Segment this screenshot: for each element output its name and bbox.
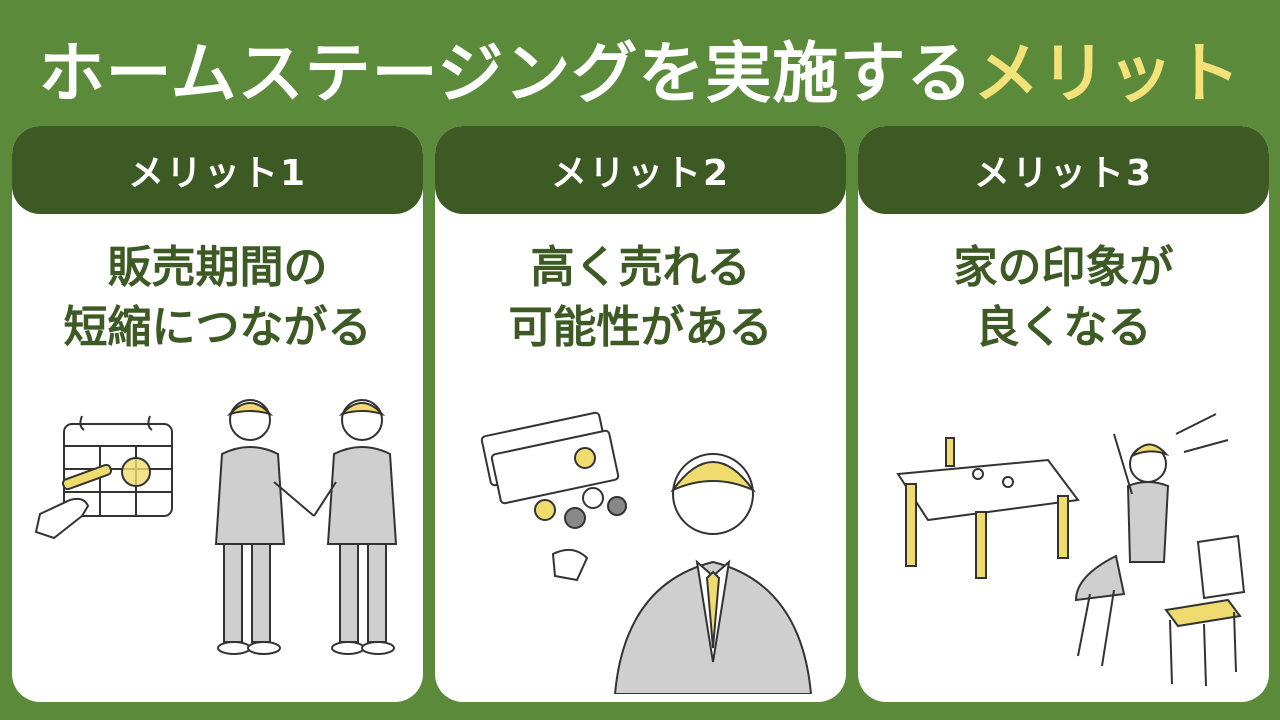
merit-card-text: 家の印象が 良くなる [858,238,1269,358]
businessman-left [214,399,315,655]
chair-icon [1164,534,1246,687]
money-businessman-illustration [480,411,813,694]
merit-text-line: 高く売れる [530,242,751,293]
merit-card-text: 高く売れる 可能性がある [435,238,846,358]
merit-text-line: 家の印象が [953,242,1174,293]
dining-table-woman-illustration [896,413,1246,687]
merit-card-2: メリット2 高く売れる 可能性がある [435,126,846,702]
open-hand-icon [551,548,589,582]
businessman [613,453,813,694]
merit-text-line: 短縮につながる [63,302,372,353]
calendar-icon [63,415,173,517]
merit-card-1: メリット1 販売期間の 短縮につながる [12,126,423,702]
merit-text-line: 良くなる [975,302,1152,353]
coins-icon [534,487,627,529]
motion-lines-icon [1175,413,1229,453]
merit-text-line: 販売期間の [107,242,328,293]
page-title: ホームステージングを実施するメリット [0,18,1280,118]
banknotes-icon [480,411,620,505]
dining-table-icon [896,437,1080,579]
woman-cheering [1074,433,1170,667]
merit-card-header: メリット3 [858,126,1269,214]
businessman-right [313,399,398,655]
merit-card-text: 販売期間の 短縮につながる [12,238,423,358]
merit-card-header: メリット1 [12,126,423,214]
pencil-hand-icon [34,463,113,540]
merit-text-line: 可能性がある [508,302,773,353]
merit-card-header: メリット2 [435,126,846,214]
calendar-handshake-illustration [34,399,398,655]
merit-card-3: メリット3 家の印象が 良くなる [858,126,1269,702]
title-accent: メリット [973,35,1242,112]
title-main: ホームステージングを実施する [38,35,974,112]
